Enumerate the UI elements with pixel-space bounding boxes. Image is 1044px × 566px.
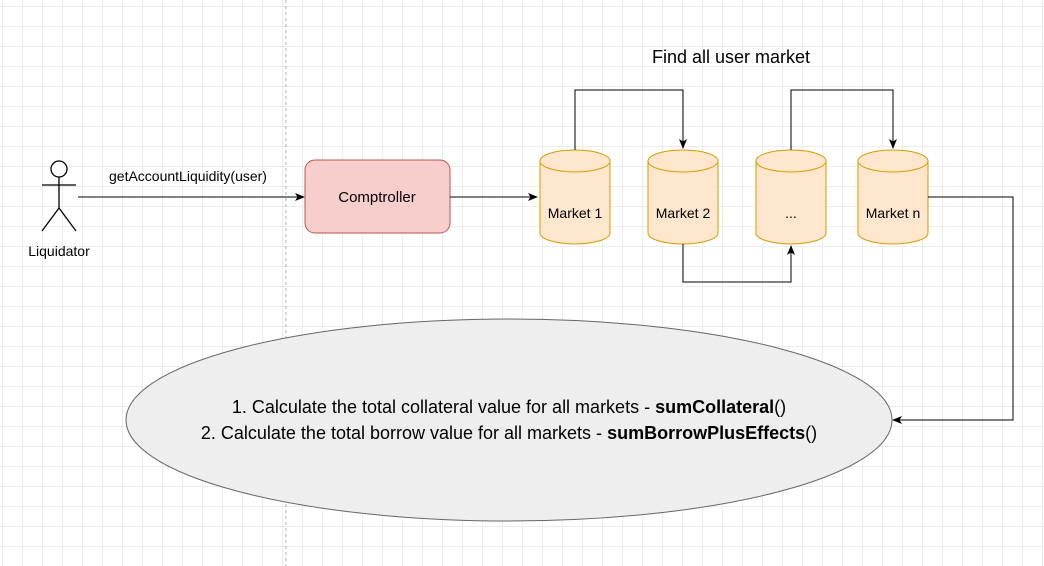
market-ellipsis-cylinder[interactable]: ... (755, 149, 827, 245)
summary-line-2-bold: sumBorrowPlusEffects (607, 423, 805, 443)
market-2-cylinder[interactable]: Market 2 (647, 149, 719, 245)
liquidator-label: Liquidator (28, 243, 90, 259)
market-1-cylinder[interactable]: Market 1 (539, 149, 611, 245)
summary-line-1-text: 1. Calculate the total collateral value … (232, 397, 655, 417)
summary-line-1-suffix: () (774, 397, 786, 417)
market-n-cylinder[interactable]: Market n (857, 149, 929, 245)
ellipsis-to-market-n-arrow (790, 89, 897, 150)
summary-line-2-suffix: () (805, 423, 817, 443)
liquidator-actor-icon (41, 160, 77, 232)
call-label: getAccountLiquidity(user) (109, 168, 267, 184)
market-n-to-summary-arrow (892, 196, 1014, 424)
market-1-to-market-2-arrow (574, 89, 687, 150)
summary-ellipse[interactable] (125, 318, 893, 522)
diagram-title: Find all user market (652, 47, 810, 67)
market-2-to-ellipsis-arrow (682, 244, 795, 283)
summary-line-2: 2. Calculate the total borrow value for … (201, 423, 817, 443)
summary-line-1: 1. Calculate the total collateral value … (232, 397, 786, 417)
market-1-label: Market 1 (548, 205, 603, 221)
market-ellipsis-label: ... (785, 205, 797, 221)
summary-line-1-bold: sumCollateral (655, 397, 774, 417)
market-n-label: Market n (866, 205, 920, 221)
summary-line-2-text: 2. Calculate the total borrow value for … (201, 423, 607, 443)
comptroller-label: Comptroller (338, 189, 416, 206)
market-2-label: Market 2 (656, 205, 711, 221)
